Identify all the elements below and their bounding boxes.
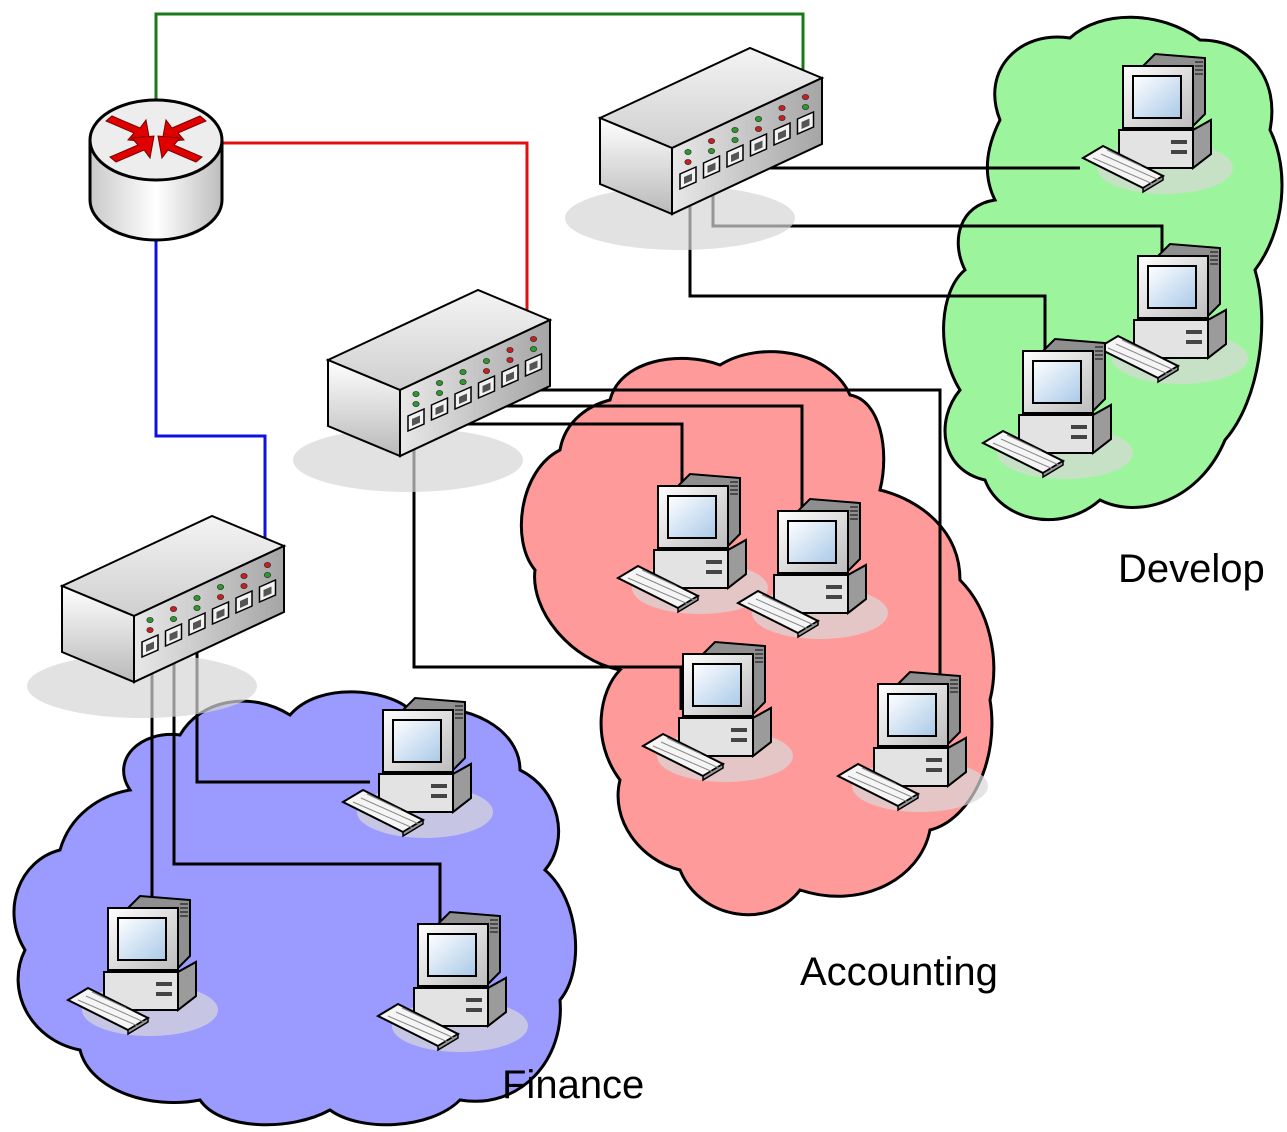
switch-port-socket (707, 162, 716, 173)
switch-led (263, 572, 271, 578)
switch-icon (292, 289, 551, 493)
switch-led (482, 368, 490, 374)
switch-led (778, 115, 786, 121)
switch-port-socket (240, 597, 248, 608)
switch-port-socket (216, 608, 225, 619)
switch-port-socket (684, 173, 692, 184)
switch-led (412, 401, 420, 407)
switch-port-socket (754, 140, 763, 151)
finance-label: Finance (502, 1063, 644, 1107)
switch-led (459, 379, 467, 385)
switch-icon (564, 47, 823, 251)
switch-led (193, 595, 201, 601)
switch-led (412, 391, 420, 397)
switch-icon (26, 515, 285, 719)
switch-led (240, 583, 248, 589)
accounting-label: Accounting (800, 950, 998, 994)
switch-led (529, 346, 537, 352)
develop-label: Develop (1118, 547, 1265, 591)
switch-led (435, 380, 443, 386)
switch-ports (141, 94, 815, 659)
switch-led (778, 105, 786, 111)
finance-cloud (12, 690, 578, 1127)
switch-port-socket (459, 393, 467, 404)
switch-led (754, 116, 762, 122)
switch-port-socket (731, 151, 739, 162)
switch-led (529, 336, 537, 342)
switch-port-socket (169, 630, 178, 641)
switch-port-socket (482, 382, 491, 393)
switch-led (707, 148, 715, 154)
switch-led (801, 94, 809, 100)
switch-port-socket (435, 404, 444, 415)
switch-led (707, 138, 715, 144)
link-router-develop (154, 12, 805, 118)
accounting-cloud (519, 350, 996, 917)
switch-led (435, 390, 443, 396)
switch-led (482, 358, 490, 364)
link-router-finance (154, 236, 267, 575)
switch-finance (26, 515, 285, 719)
switch-accounting (292, 289, 551, 493)
switch-port-socket (506, 371, 514, 382)
switch-led (459, 369, 467, 375)
switch-led (731, 137, 739, 143)
switch-led (754, 126, 762, 132)
router-links (154, 12, 805, 575)
switch-led (263, 562, 271, 568)
link-router-accounting (222, 141, 529, 350)
switch-led (684, 159, 692, 165)
switch-port-socket (193, 619, 201, 630)
switch-led (240, 573, 248, 579)
switch-led (217, 594, 225, 600)
switch-port-socket (263, 586, 272, 597)
switch-port-socket (801, 118, 810, 129)
switch-led (217, 584, 225, 590)
switch-led (146, 617, 154, 623)
router-icon (88, 98, 224, 242)
switch-port-socket (146, 641, 154, 652)
switch-led (684, 149, 692, 155)
switch-led (731, 127, 739, 133)
switch-port-socket (412, 415, 420, 426)
switch-led (170, 606, 178, 612)
switch-led (193, 605, 201, 611)
switch-led (506, 347, 514, 353)
switch-port-socket (529, 360, 538, 371)
switch-led (801, 104, 809, 110)
switch-led (146, 627, 154, 633)
switch-led (506, 357, 514, 363)
switch-port-socket (778, 129, 786, 140)
switch-led (170, 616, 178, 622)
switch-develop (564, 47, 823, 251)
